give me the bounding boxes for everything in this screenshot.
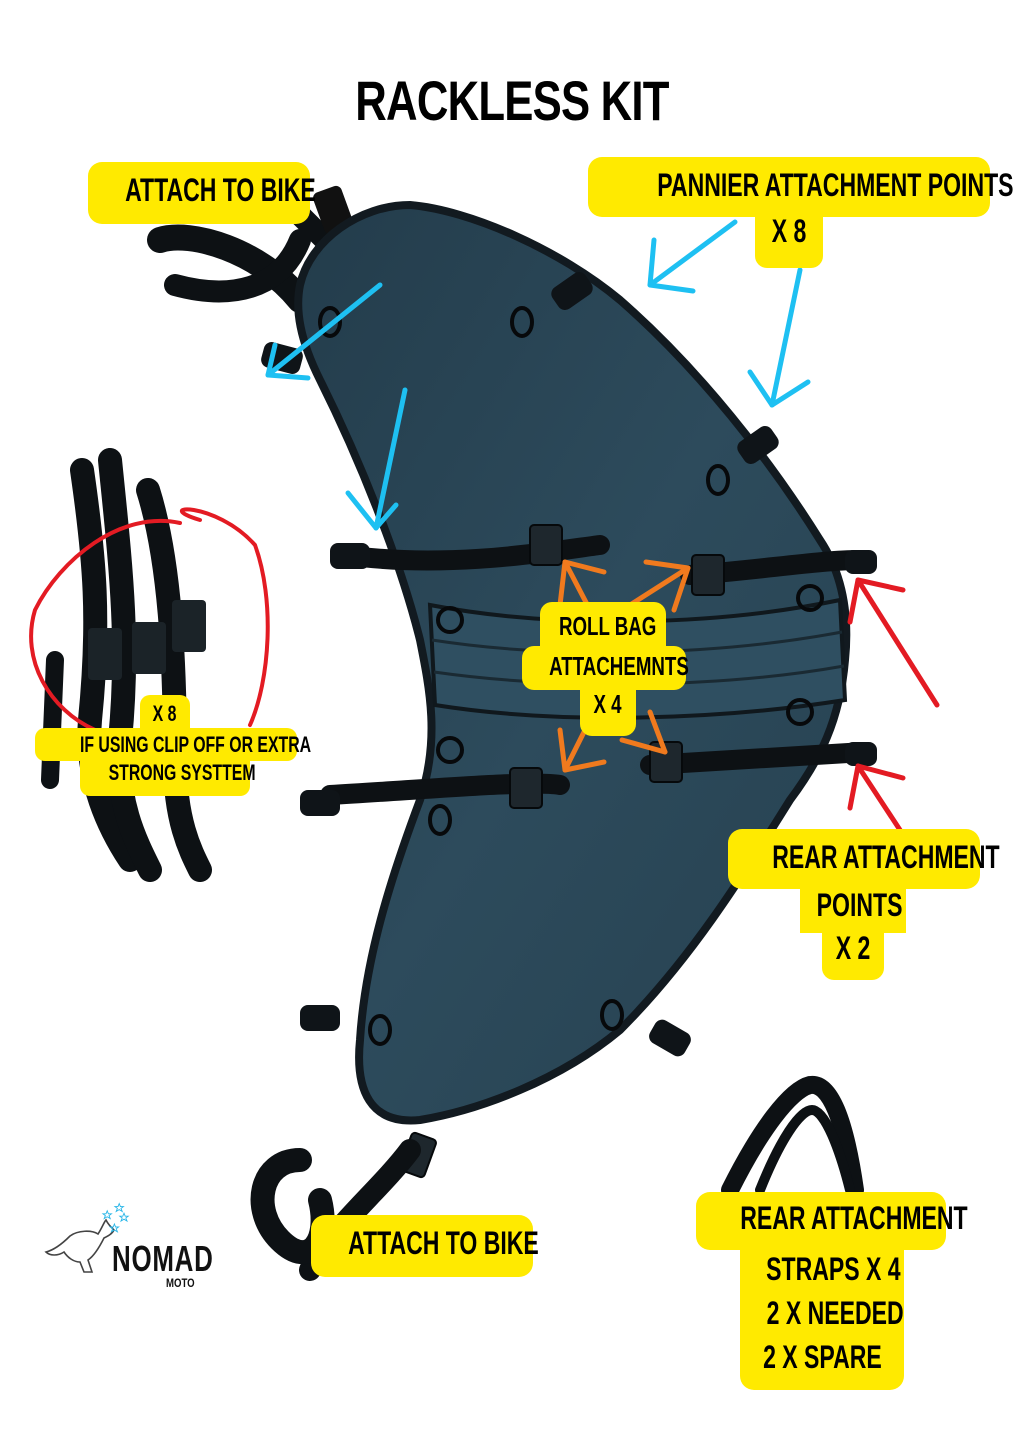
label-straps-x8-note: IF USING CLIP OFF OR EXTRA bbox=[35, 728, 311, 761]
label-pannier-points: PANNIER ATTACHMENT POINTS bbox=[588, 157, 1014, 217]
red-circle-highlight bbox=[29, 507, 270, 732]
pannier-arrows bbox=[265, 219, 811, 531]
rear-attachment-straps bbox=[721, 1075, 864, 1199]
label-rear-points-line2: POINTS bbox=[800, 885, 906, 933]
nomad-moto-logo: NOMAD MOTO bbox=[40, 1200, 220, 1295]
page-title: RACKLESS KIT bbox=[355, 69, 669, 132]
rear-point-arrows bbox=[847, 577, 940, 833]
d-rings bbox=[318, 306, 824, 1046]
label-roll-bag-count: X 4 bbox=[580, 686, 636, 736]
label-roll-bag-middle: ATTACHEMNTS bbox=[522, 646, 689, 690]
label-rear-straps-details: STRAPS X 4 2 X NEEDED 2 X SPARE bbox=[740, 1245, 904, 1390]
label-straps-x8-note-2: STRONG SYSTTEM bbox=[80, 756, 256, 796]
label-straps-x8-count: X 8 bbox=[140, 695, 190, 733]
logo-sub: MOTO bbox=[166, 1276, 195, 1290]
label-rear-points-count: X 2 bbox=[822, 928, 884, 980]
logo-brand: NOMAD bbox=[112, 1238, 214, 1279]
label-pannier-count: X 8 bbox=[755, 205, 823, 268]
label-rear-points-line1: REAR ATTACHMENT bbox=[728, 829, 1000, 889]
spare-strap-buckles bbox=[88, 600, 206, 680]
label-attach-to-bike-bottom: ATTACH TO BIKE bbox=[311, 1215, 539, 1277]
label-rear-straps-line1: REAR ATTACHMENT bbox=[696, 1192, 968, 1250]
label-attach-to-bike-top: ATTACH TO BIKE bbox=[88, 162, 316, 224]
label-roll-bag-top: ROLL BAG bbox=[540, 602, 666, 650]
kangaroo-with-stars-icon bbox=[44, 1202, 130, 1273]
